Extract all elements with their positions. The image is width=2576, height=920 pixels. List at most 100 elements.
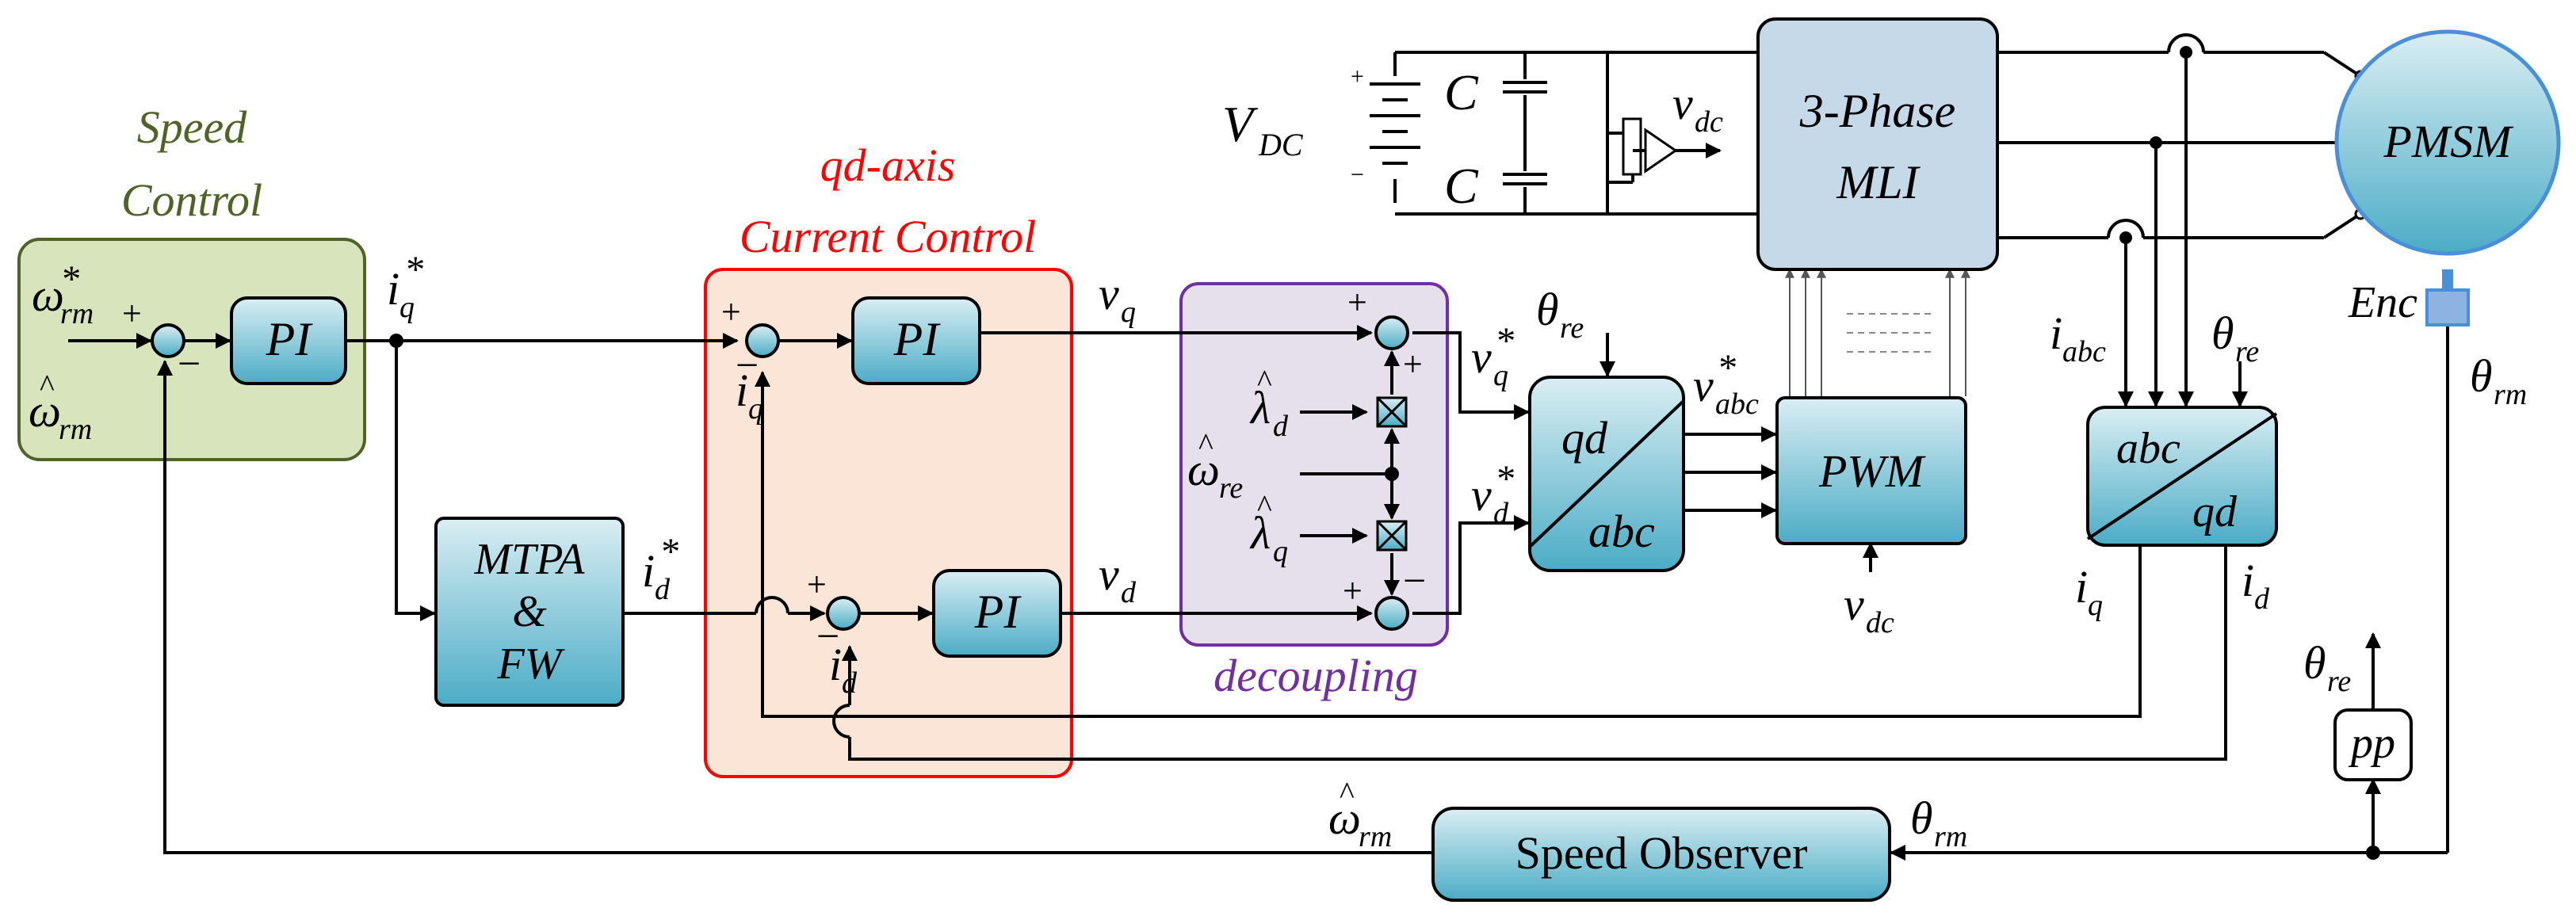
sum-d	[826, 596, 861, 631]
speed-control-title-1: Speed	[137, 101, 247, 153]
speed-control-group	[17, 238, 366, 461]
pp-label: pp	[2348, 719, 2395, 768]
svg-text:+: +	[721, 292, 741, 331]
pi-q-label: PI	[893, 313, 942, 365]
current-control-title-2: Current Control	[740, 211, 1036, 262]
svg-text:ω: ω	[1328, 792, 1361, 844]
qd-abc-bottom-label: abc	[1588, 506, 1655, 557]
svg-text:θ: θ	[1536, 284, 1559, 335]
svg-text:+: +	[1403, 345, 1423, 384]
abc-qd-top-label: abc	[2116, 424, 2180, 473]
svg-text:dc: dc	[1695, 105, 1723, 139]
svg-text:ω: ω	[32, 269, 64, 321]
svg-text:λ: λ	[1249, 507, 1271, 559]
svg-text:θ: θ	[2470, 350, 2493, 402]
theta-rm-observer-label: θ rm	[1910, 792, 1967, 853]
svg-text:−: −	[178, 342, 201, 387]
mli-label-2: MLI	[1836, 156, 1921, 208]
svg-text:θ: θ	[2211, 307, 2234, 359]
svg-text:i: i	[2075, 561, 2088, 613]
svg-text:i: i	[642, 545, 655, 597]
mli-label-1: 3-Phase	[1799, 85, 1956, 137]
pp-block	[2333, 708, 2413, 781]
pi-d-block	[932, 569, 1062, 658]
svg-text:+: +	[1343, 571, 1363, 610]
svg-text:+: +	[1351, 63, 1364, 90]
sum-q	[745, 323, 780, 358]
svg-text:^: ^	[1340, 775, 1355, 811]
svg-text:^: ^	[40, 368, 55, 403]
pwm-label: PWM	[1818, 445, 1926, 497]
svg-text:i: i	[829, 639, 842, 690]
mli-block	[1756, 17, 1999, 271]
svg-text:d: d	[655, 573, 671, 606]
iabc-label: i abc	[2050, 307, 2106, 368]
svg-text:ω: ω	[1187, 444, 1220, 495]
pi-speed-block	[230, 296, 347, 385]
pmsm-motor	[2334, 29, 2561, 256]
svg-text:ω: ω	[29, 385, 61, 437]
iq-ref-label: i q *	[387, 249, 423, 324]
svg-text:q: q	[1273, 535, 1288, 568]
pi-d-label: PI	[974, 586, 1022, 638]
omega-re-label: ω ^ re	[1187, 426, 1243, 505]
svg-text:i: i	[736, 365, 748, 416]
theta-re-label-1: θ re	[1536, 284, 1584, 345]
iq-out-label: i q	[2075, 561, 2103, 622]
speed-control-title-2: Control	[121, 174, 262, 226]
svg-text:i: i	[2242, 555, 2254, 606]
capacitor-bottom-label: C	[1444, 158, 1479, 214]
speed-observer-label: Speed Observer	[1515, 827, 1808, 879]
encoder-block	[2425, 288, 2470, 326]
lambda-q-label: λ ^ q	[1249, 488, 1288, 568]
sum-speed	[151, 323, 185, 358]
speed-observer-block	[1431, 807, 1891, 902]
svg-text:q: q	[1121, 296, 1136, 329]
svg-text:v: v	[1471, 331, 1492, 383]
svg-text:v: v	[1844, 578, 1864, 630]
svg-text:v: v	[1099, 548, 1119, 600]
svg-text:d: d	[1273, 410, 1289, 443]
fw-label: FW	[497, 639, 565, 689]
vd-label: v d	[1099, 548, 1137, 609]
omega-hat-rm-observer-label: ω ^ rm	[1328, 775, 1392, 853]
svg-text:V: V	[1222, 96, 1259, 152]
id-feedback-label: i d	[829, 639, 858, 700]
id-ref-label: i d *	[642, 531, 678, 606]
svg-text:^: ^	[1257, 488, 1272, 524]
svg-text:rm: rm	[59, 413, 92, 446]
svg-text:re: re	[1560, 311, 1584, 345]
svg-text:λ: λ	[1249, 382, 1271, 433]
svg-text:^: ^	[1257, 363, 1272, 399]
svg-text:+: +	[807, 565, 827, 604]
svg-text:rm: rm	[1934, 820, 1967, 853]
iq-feedback-label: i q	[736, 365, 763, 426]
svg-text:d: d	[2254, 582, 2270, 616]
svg-text:d: d	[1493, 497, 1509, 530]
svg-text:^: ^	[1198, 426, 1213, 462]
vq-label: v q	[1099, 268, 1136, 329]
vdc-sense-label: v dc	[1672, 78, 1723, 139]
vq-ref-label: v q *	[1471, 320, 1514, 392]
mtpa-fw-block	[434, 517, 625, 707]
id-out-label: i d	[2242, 555, 2270, 616]
svg-text:+: +	[1347, 283, 1367, 322]
svg-text:θ: θ	[2303, 637, 2326, 689]
multiplier-bottom	[1376, 520, 1408, 552]
vabc-ref-label: v abc *	[1693, 347, 1759, 421]
pmsm-label: PMSM	[2383, 116, 2513, 167]
pi-q-block	[851, 296, 981, 385]
abc-qd-bottom-label: qd	[2192, 487, 2238, 536]
svg-text:v: v	[1693, 360, 1714, 411]
svg-text:rm: rm	[60, 297, 94, 330]
sum-vq	[1374, 315, 1409, 350]
encoder-label: Enc	[2348, 278, 2417, 327]
lambda-d-label: λ ^ d	[1249, 363, 1289, 443]
svg-text:re: re	[1219, 471, 1243, 505]
svg-text:+: +	[122, 294, 142, 333]
svg-text:q: q	[2088, 589, 2103, 622]
svg-text:−: −	[816, 614, 839, 659]
svg-text:*: *	[1495, 320, 1514, 362]
capacitor-top-label: C	[1444, 64, 1479, 120]
svg-text:−: −	[736, 343, 759, 388]
